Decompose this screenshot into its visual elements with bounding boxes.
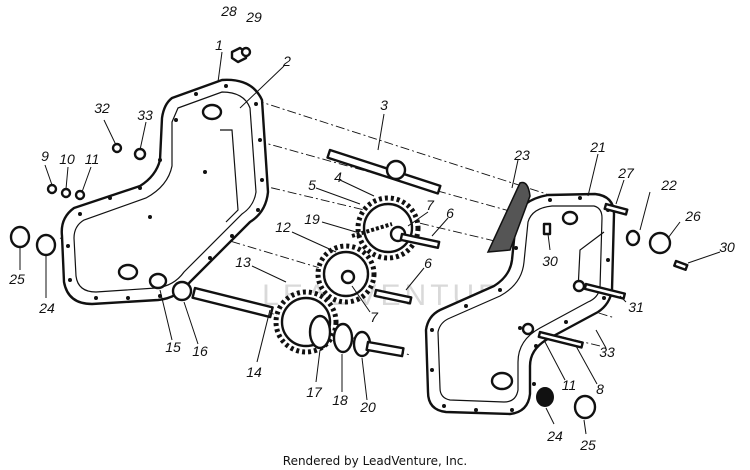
callout-30-right: 30 bbox=[719, 239, 735, 255]
callout-6-upper: 6 bbox=[446, 205, 454, 221]
drive-chain bbox=[351, 222, 393, 238]
callout-24-right: 24 bbox=[546, 428, 563, 444]
callout-30-inner: 30 bbox=[542, 253, 558, 269]
callout-25-right: 25 bbox=[579, 437, 596, 453]
callout-13: 13 bbox=[235, 254, 251, 270]
callout-6-lower: 6 bbox=[424, 255, 432, 271]
callout-31: 31 bbox=[628, 299, 644, 315]
upper-sprocket bbox=[355, 195, 441, 261]
callout-19: 19 bbox=[304, 211, 320, 227]
middle-sprocket bbox=[315, 243, 413, 305]
callout-2: 2 bbox=[282, 53, 291, 69]
left-lower-bearing bbox=[117, 263, 139, 281]
callout-14: 14 bbox=[246, 364, 262, 380]
callout-11-left: 11 bbox=[85, 151, 100, 167]
callout-28: 28 bbox=[220, 3, 237, 19]
callout-7-upper: 7 bbox=[426, 197, 435, 213]
callout-33-right: 33 bbox=[599, 344, 615, 360]
callout-9: 9 bbox=[41, 148, 49, 164]
gasket bbox=[486, 181, 531, 253]
right-lower-bearing bbox=[490, 371, 514, 391]
callout-20: 20 bbox=[359, 399, 376, 415]
callout-21: 21 bbox=[589, 139, 606, 155]
callout-18: 18 bbox=[332, 392, 348, 408]
callout-10: 10 bbox=[59, 151, 75, 167]
callout-4: 4 bbox=[334, 169, 342, 185]
left-seals bbox=[9, 225, 57, 257]
callout-1: 1 bbox=[215, 37, 223, 53]
left-upper-bearing bbox=[201, 103, 223, 121]
callout-3: 3 bbox=[380, 97, 388, 113]
callout-16: 16 bbox=[192, 343, 208, 359]
callout-33-left: 33 bbox=[137, 107, 153, 123]
callout-5: 5 bbox=[308, 177, 316, 193]
right-seals bbox=[536, 387, 597, 420]
right-hardware bbox=[521, 202, 689, 349]
callout-24-left: 24 bbox=[38, 300, 55, 316]
callout-17: 17 bbox=[306, 384, 323, 400]
callout-29: 29 bbox=[245, 9, 262, 25]
right-housing bbox=[424, 192, 616, 416]
callout-22: 22 bbox=[660, 177, 677, 193]
callout-32: 32 bbox=[94, 100, 110, 116]
callout-7-lower: 7 bbox=[370, 309, 379, 325]
right-upper-bearing bbox=[561, 210, 579, 226]
upper-shaft bbox=[326, 148, 442, 195]
render-credit: Rendered by LeadVenture, Inc. bbox=[283, 454, 467, 468]
callout-15: 15 bbox=[165, 339, 181, 355]
bearing-15 bbox=[148, 272, 168, 290]
callout-11-right: 11 bbox=[562, 377, 577, 393]
washer-16 bbox=[171, 280, 193, 302]
callout-23: 23 bbox=[513, 147, 530, 163]
callout-labels: 28 29 1 2 3 32 33 9 10 11 4 5 23 21 27 2… bbox=[8, 3, 735, 453]
callout-26: 26 bbox=[684, 208, 701, 224]
callout-27: 27 bbox=[617, 165, 635, 181]
callout-25-left: 25 bbox=[8, 271, 25, 287]
callout-12: 12 bbox=[275, 219, 291, 235]
lower-shaft-assembly bbox=[191, 286, 405, 358]
callout-8: 8 bbox=[596, 381, 604, 397]
leader-lines bbox=[19, 51, 721, 435]
left-housing bbox=[60, 78, 270, 306]
